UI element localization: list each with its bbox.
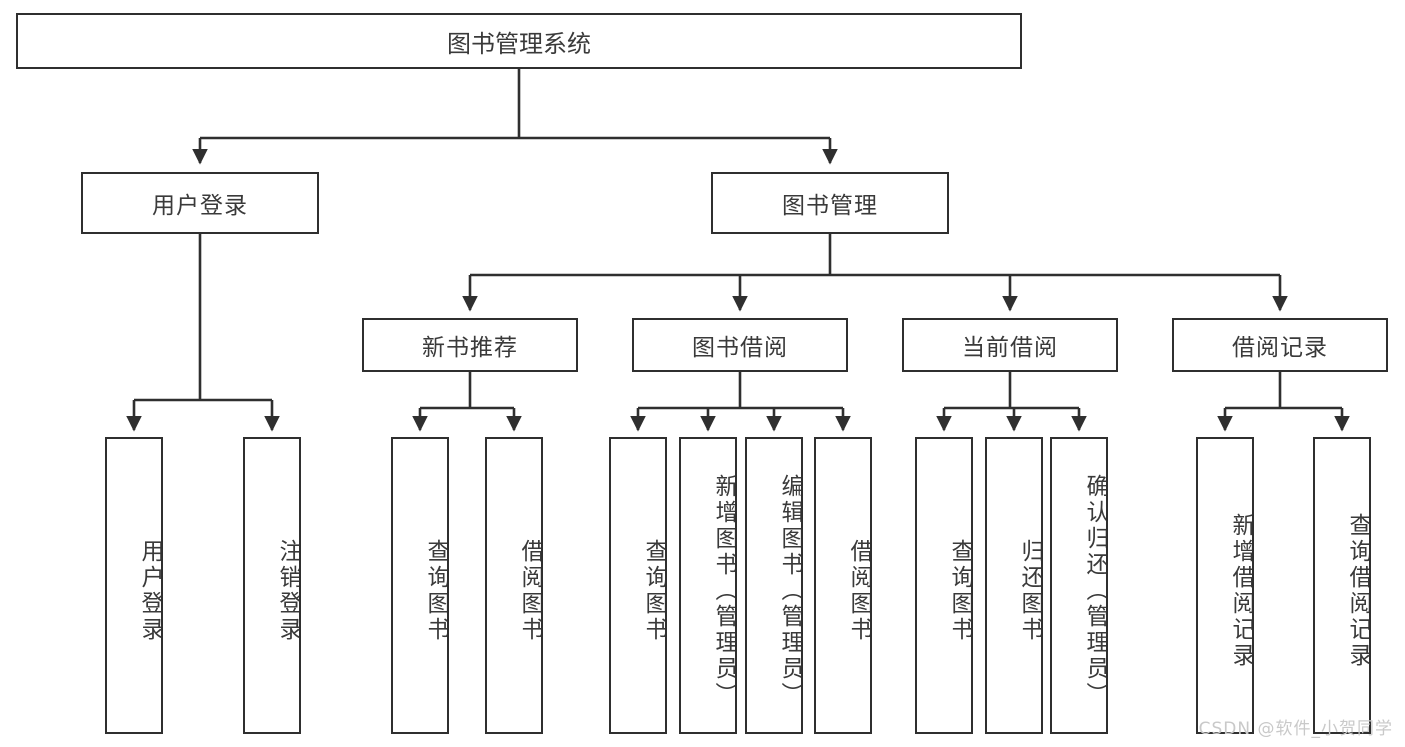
- node-book-management[interactable]: 图书管理: [711, 172, 949, 234]
- watermark: CSDN @软件_小贺同学: [1198, 719, 1393, 739]
- leaf-label: 新增图书（管理员）: [711, 473, 737, 708]
- node-borrow-record[interactable]: 借阅记录: [1172, 318, 1388, 372]
- leaf-label: 确认归还（管理员）: [1082, 473, 1108, 708]
- node-user-login-label: 用户登录: [152, 193, 248, 219]
- leaf-add-borrow-record[interactable]: 新增借阅记录: [1196, 437, 1254, 734]
- leaf-add-book-admin[interactable]: 新增图书（管理员）: [679, 437, 737, 734]
- leaf-label: 注销登录: [275, 538, 301, 643]
- leaf-label: 新增借阅记录: [1228, 512, 1254, 669]
- leaf-label: 编辑图书（管理员）: [777, 473, 803, 708]
- node-new-book-recommend-label: 新书推荐: [422, 335, 518, 361]
- leaf-label: 查询图书: [641, 538, 667, 643]
- leaf-label: 查询图书: [423, 538, 449, 643]
- leaf-borrow-book-recommend[interactable]: 借阅图书: [485, 437, 543, 734]
- leaf-label: 借阅图书: [517, 538, 543, 643]
- node-book-management-label: 图书管理: [782, 193, 878, 219]
- node-borrow-record-label: 借阅记录: [1232, 335, 1328, 361]
- leaf-label: 查询图书: [947, 538, 973, 643]
- leaf-query-borrow-record[interactable]: 查询借阅记录: [1313, 437, 1371, 734]
- leaf-label: 借阅图书: [846, 538, 872, 643]
- leaf-label: 查询借阅记录: [1345, 512, 1371, 669]
- leaf-confirm-return-admin[interactable]: 确认归还（管理员）: [1050, 437, 1108, 734]
- leaf-return-book[interactable]: 归还图书: [985, 437, 1043, 734]
- node-current-borrow[interactable]: 当前借阅: [902, 318, 1118, 372]
- leaf-query-book-recommend[interactable]: 查询图书: [391, 437, 449, 734]
- leaf-label: 归还图书: [1017, 538, 1043, 643]
- node-current-borrow-label: 当前借阅: [962, 335, 1058, 361]
- node-new-book-recommend[interactable]: 新书推荐: [362, 318, 578, 372]
- node-book-borrow-label: 图书借阅: [692, 335, 788, 361]
- leaf-user-login[interactable]: 用户登录: [105, 437, 163, 734]
- node-user-login[interactable]: 用户登录: [81, 172, 319, 234]
- node-root[interactable]: 图书管理系统: [16, 13, 1022, 69]
- leaf-borrow-book[interactable]: 借阅图书: [814, 437, 872, 734]
- leaf-query-book-borrow[interactable]: 查询图书: [609, 437, 667, 734]
- leaf-logout[interactable]: 注销登录: [243, 437, 301, 734]
- leaf-edit-book-admin[interactable]: 编辑图书（管理员）: [745, 437, 803, 734]
- node-book-borrow[interactable]: 图书借阅: [632, 318, 848, 372]
- node-root-label: 图书管理系统: [447, 29, 591, 58]
- leaf-label: 用户登录: [137, 538, 163, 643]
- leaf-query-book-current[interactable]: 查询图书: [915, 437, 973, 734]
